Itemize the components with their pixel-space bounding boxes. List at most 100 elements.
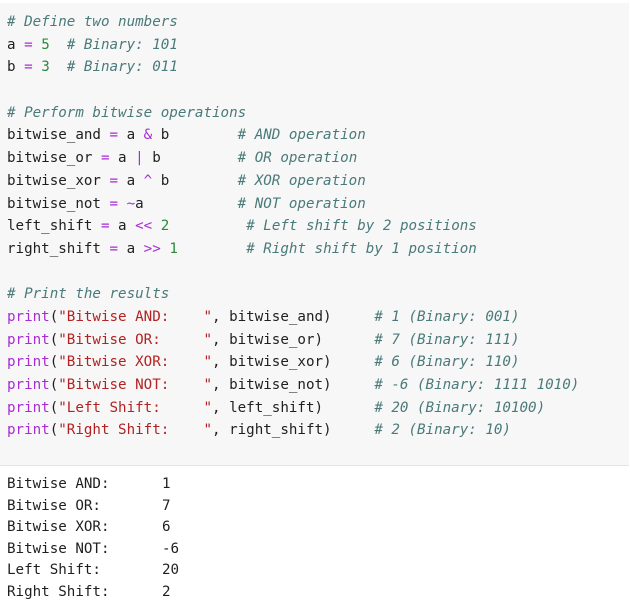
code-text: ( (49, 354, 59, 371)
code-operator: | (135, 150, 144, 167)
code-line: bitwise_xor = a ^ b # XOR operation (7, 170, 579, 193)
code-operator: = (109, 195, 119, 212)
code-comment: # Binary: 101 (66, 36, 178, 53)
code-text: , left_shift) (212, 399, 375, 416)
code-operator: ~ (126, 195, 136, 212)
output-line: Bitwise NOT:-6 (7, 539, 179, 561)
output-value: 7 (162, 497, 171, 514)
code-text: , bitwise_not) (212, 377, 375, 393)
code-text: a (109, 150, 136, 167)
code-line: print("Right Shift: ", right_shift) # 2 … (7, 419, 579, 442)
code-builtin: print (7, 399, 50, 416)
output-line: Right Shift:2 (7, 582, 179, 604)
code-line (7, 79, 579, 102)
output-value: 6 (162, 519, 171, 535)
code-line: bitwise_or = a | b # OR operation (7, 147, 579, 170)
code-editor[interactable]: # Define two numbers a = 5 # Binary: 101 b… (7, 11, 579, 442)
code-operator: >> (143, 240, 161, 257)
code-line: bitwise_and = a & b # AND operation (7, 124, 579, 147)
code-comment: # 7 (Binary: 111) (374, 331, 520, 348)
code-text (178, 241, 246, 257)
output-label: Bitwise XOR: (7, 519, 110, 535)
code-text: left_shift (7, 218, 101, 235)
code-comment: # Print the results (7, 286, 170, 303)
code-operator: << (135, 218, 153, 235)
code-operator: = (100, 218, 110, 235)
code-text: b (152, 172, 238, 189)
code-text: a (109, 218, 136, 235)
code-comment: # 2 (Binary: 10) (374, 422, 511, 439)
output-value: 1 (162, 476, 171, 492)
code-text (50, 37, 67, 53)
code-number: 3 (41, 59, 50, 76)
code-text: ( (49, 422, 59, 439)
output-line: Left Shift: 20 (7, 560, 179, 582)
code-operator: = (109, 172, 119, 189)
code-comment: # Define two numbers (7, 14, 178, 30)
code-text: b (143, 150, 238, 167)
code-line: print("Bitwise XOR: ", bitwise_xor) # 6 … (7, 351, 579, 374)
code-operator: = (109, 240, 119, 257)
code-line: # Print the results (7, 283, 579, 306)
code-operator: = (109, 127, 119, 144)
code-comment: # 20 (Binary: 10100) (374, 399, 546, 416)
code-string: "Bitwise NOT: " (58, 377, 213, 393)
output-line: Bitwise XOR: 6 (7, 517, 179, 539)
code-comment: # Right shift by 1 position (246, 240, 477, 257)
code-text: ( (49, 377, 59, 393)
code-text: , bitwise_or) (212, 331, 375, 348)
code-builtin: print (7, 422, 50, 439)
code-builtin: print (7, 354, 50, 371)
code-text: bitwise_xor (7, 172, 110, 189)
code-text: , bitwise_and) (212, 308, 375, 325)
code-comment: # XOR operation (237, 172, 366, 189)
code-string: "Bitwise OR: " (58, 331, 213, 348)
code-text (118, 196, 127, 212)
code-text: a (118, 172, 144, 189)
code-text (33, 59, 42, 75)
output-label: Bitwise AND: (7, 476, 110, 492)
code-text: a (118, 240, 144, 257)
code-cell[interactable]: # Define two numbers a = 5 # Binary: 101 b… (0, 3, 629, 466)
code-operator: ^ (143, 172, 153, 189)
code-text: a (135, 195, 238, 212)
code-text: b (7, 59, 25, 76)
code-line: left_shift = a << 2 # Left shift by 2 po… (7, 215, 579, 238)
code-line (7, 261, 579, 284)
code-comment: # Binary: 011 (66, 59, 178, 76)
code-text (169, 218, 246, 234)
code-string: "Right Shift: " (58, 422, 213, 439)
output-label: Bitwise OR: (7, 497, 101, 514)
code-comment: # OR operation (237, 150, 358, 167)
code-text: bitwise_not (7, 195, 110, 212)
code-number: 5 (41, 36, 50, 53)
output-label: Left Shift: (7, 562, 101, 578)
code-text: bitwise_or (7, 150, 101, 167)
output-value: 2 (162, 583, 171, 600)
output-line: Bitwise AND: 1 (7, 474, 179, 496)
code-comment: # Left shift by 2 positions (246, 218, 477, 235)
code-text: ( (49, 331, 59, 348)
code-text: , right_shift) (212, 422, 375, 439)
code-text (152, 218, 161, 234)
code-operator: = (24, 36, 33, 53)
code-number: 1 (169, 240, 178, 257)
code-text: ( (49, 399, 59, 416)
code-line: print("Bitwise NOT: ", bitwise_not) # -6… (7, 374, 579, 397)
code-string: "Bitwise AND: " (58, 308, 213, 325)
code-builtin: print (7, 331, 50, 348)
code-text: b (152, 127, 238, 144)
code-operator: = (100, 150, 110, 167)
code-text: bitwise_and (7, 127, 110, 144)
code-comment: # AND operation (237, 127, 366, 144)
code-text: a (7, 36, 25, 53)
output-label: Bitwise NOT: (7, 540, 110, 557)
code-line: # Define two numbers (7, 11, 579, 34)
code-string: "Left Shift: " (58, 399, 213, 416)
code-line: print("Bitwise OR: ", bitwise_or) # 7 (B… (7, 329, 579, 352)
code-text: , bitwise_xor) (212, 354, 375, 371)
code-operator: & (143, 127, 153, 144)
code-text (33, 37, 42, 53)
output-value: 20 (162, 562, 180, 578)
